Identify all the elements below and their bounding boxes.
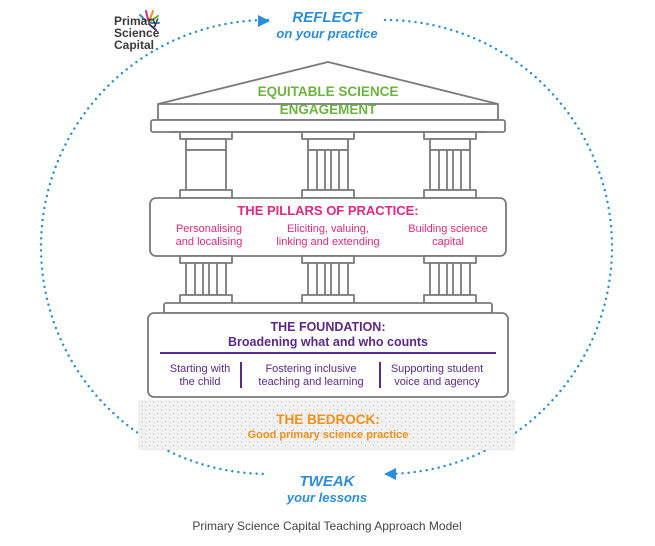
roof-title-line-2: ENGAGEMENT: [280, 102, 378, 117]
lower-column-right: [423, 255, 477, 304]
upper-column-middle: [301, 131, 355, 199]
roof-title-line-1: EQUITABLE SCIENCE: [258, 84, 399, 99]
lower-column-left: [179, 255, 233, 304]
logo: Primary Science Capital: [114, 10, 160, 52]
pillar-2-line-2: linking and extending: [276, 236, 379, 248]
caption: Primary Science Capital Teaching Approac…: [192, 519, 461, 533]
pillar-1-line-1: Personalising: [176, 223, 242, 235]
pillar-3-line-2: capital: [432, 236, 464, 248]
arrow-right-icon: [258, 15, 270, 27]
foundation-1-line-1: Starting with: [170, 363, 231, 375]
cycle-circle: [39, 18, 614, 476]
foundation-2-line-2: teaching and learning: [258, 376, 363, 388]
logo-burst-icon: [139, 10, 160, 31]
tweak-subtitle: your lessons: [286, 490, 367, 505]
logo-line-3: Capital: [114, 38, 154, 52]
logo-line-1: Primary: [114, 14, 159, 28]
logo-line-2: Science: [114, 26, 160, 40]
foundation-3-line-2: voice and agency: [394, 376, 480, 388]
reflect-title: REFLECT: [292, 9, 363, 26]
reflect-subtitle: on your practice: [276, 26, 377, 41]
pillar-1-line-2: and localising: [176, 236, 243, 248]
pillar-3-line-1: Building science: [408, 223, 488, 235]
bedrock-subtitle: Good primary science practice: [248, 429, 409, 441]
entablature: [150, 119, 506, 133]
foundation-dividers: [160, 352, 496, 388]
arrow-left-icon: [384, 468, 396, 480]
tweak-title: TWEAK: [300, 473, 356, 490]
pillars-title: THE PILLARS OF PRACTICE:: [237, 203, 418, 218]
foundation-2-line-1: Fostering inclusive: [265, 363, 356, 375]
upper-column-left: [179, 131, 233, 199]
foundation-3-line-1: Supporting student: [391, 363, 483, 375]
foundation-block: [147, 312, 509, 398]
foundation-1-line-2: the child: [180, 376, 221, 388]
foundation-subtitle: Broadening what and who counts: [228, 335, 428, 349]
foundation-top-step: [163, 302, 493, 314]
pillar-2-line-1: Eliciting, valuing,: [287, 223, 369, 235]
lower-column-middle: [301, 255, 355, 304]
bedrock-title: THE BEDROCK:: [276, 412, 380, 427]
foundation-title: THE FOUNDATION:: [270, 320, 385, 334]
upper-column-right: [423, 131, 477, 199]
bedrock-band: [138, 400, 515, 450]
temple: [147, 61, 509, 398]
